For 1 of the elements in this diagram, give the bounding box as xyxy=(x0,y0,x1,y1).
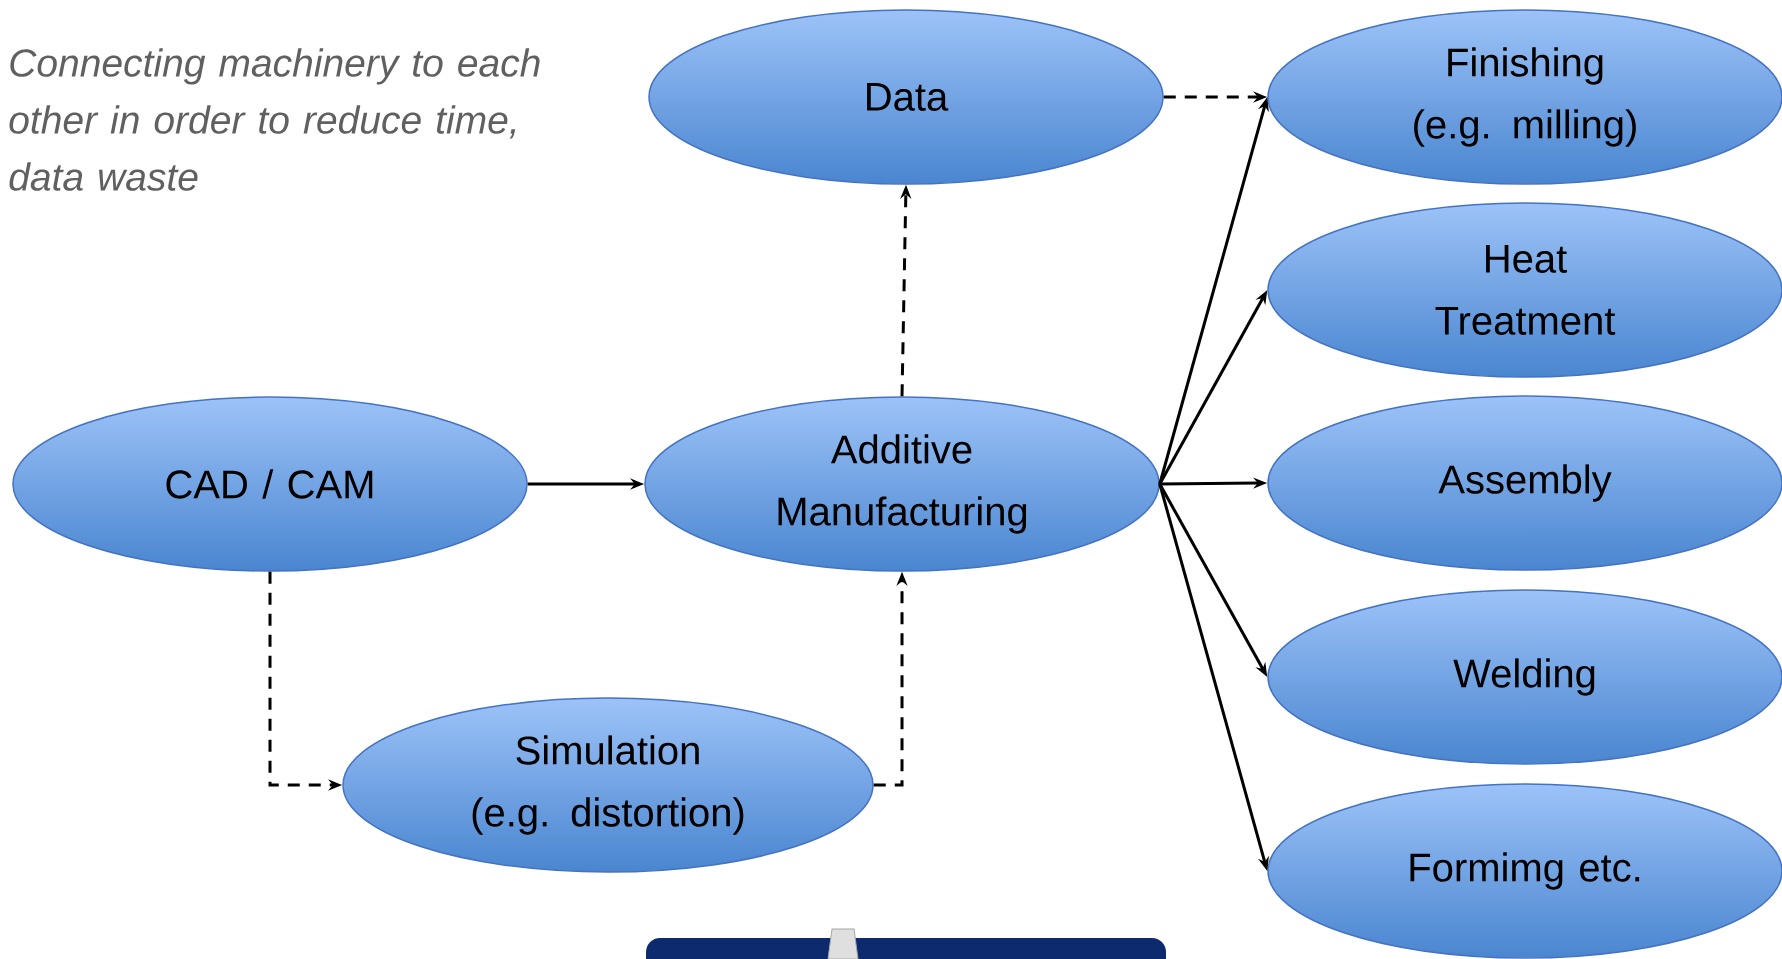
caption-text: Connecting machinery to each other in order to reduce time, data waste xyxy=(9,48,540,191)
